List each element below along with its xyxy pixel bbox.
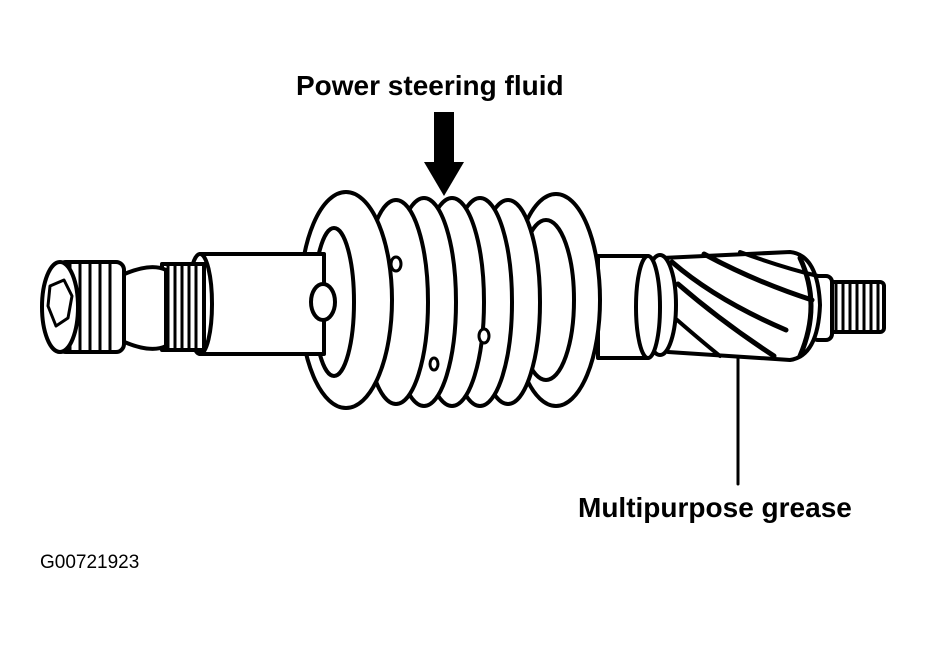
figure-id: G00721923: [40, 552, 140, 573]
power-steering-fluid-label: Power steering fluid: [296, 70, 564, 101]
splined-section: [118, 262, 206, 352]
pinion-gear: [642, 250, 822, 362]
worm-body: [298, 190, 602, 410]
fluid-arrow: [424, 112, 464, 196]
serrated-input-end: [40, 260, 126, 354]
main-shaft: [186, 252, 337, 356]
right-shaft: [596, 254, 662, 360]
threaded-end: [810, 274, 886, 342]
multipurpose-grease-label: Multipurpose grease: [578, 492, 852, 523]
